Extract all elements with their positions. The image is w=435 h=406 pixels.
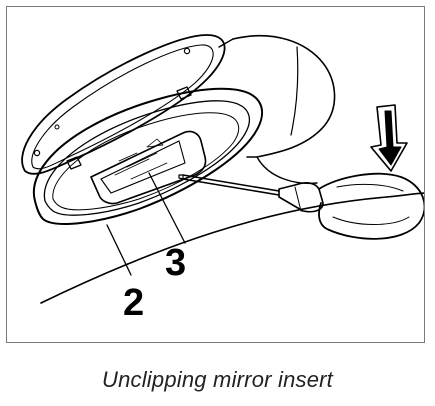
screwdriver-icon: [178, 172, 424, 240]
mirror-insert: [90, 130, 207, 205]
mirror-surround-trim: [32, 87, 263, 225]
callout-3-label: 3: [165, 242, 186, 284]
figure-caption: Unclipping mirror insert: [102, 367, 333, 392]
sun-visor-panel: [40, 35, 424, 304]
down-arrow-icon: [370, 104, 408, 172]
mirror-cover-lid: [21, 34, 226, 175]
illustration: 3 2: [21, 34, 424, 324]
illustration-frame: 3 2: [6, 6, 425, 343]
callout-2-label: 2: [123, 282, 144, 324]
callout-leaders: [106, 172, 186, 276]
